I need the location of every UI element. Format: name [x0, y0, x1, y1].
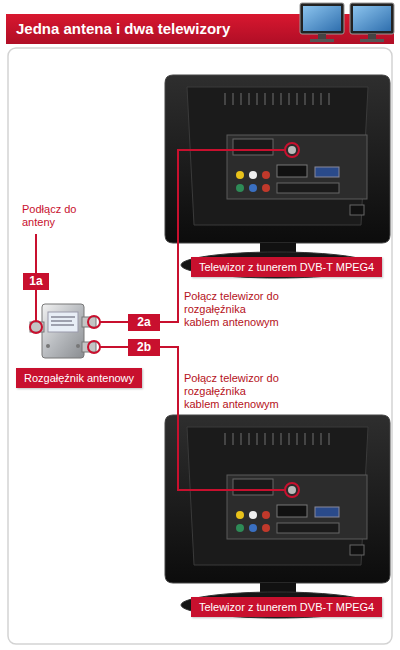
monitor-icon — [350, 3, 394, 42]
connector-label: Połącz telewizor do rozgałęźnika kablem … — [184, 290, 280, 329]
connector-label: Połącz telewizor do rozgałęźnika kablem … — [184, 372, 280, 411]
callout-number: 2b — [128, 339, 160, 356]
title-text: Jedna antena i dwa telewizory — [16, 18, 230, 40]
callout-number: 2a — [128, 314, 160, 331]
monitor-icon — [300, 3, 344, 42]
tv-cable — [178, 415, 285, 490]
tv-label: Telewizor z tunerem DVB-T MPEG4 — [191, 597, 382, 617]
tv-node: Telewizor z tunerem DVB-T MPEG4 — [165, 75, 390, 285]
callout-number: 1a — [23, 273, 49, 290]
tv-label: Telewizor z tunerem DVB-T MPEG4 — [191, 257, 382, 277]
splitter-node: Rozgałęźnik antenowy — [28, 298, 100, 362]
tv-node: Telewizor z tunerem DVB-T MPEG4 — [165, 415, 390, 625]
instruction-note: Podłącz do anteny — [22, 203, 102, 229]
panel — [8, 48, 392, 644]
splitter-label: Rozgałęźnik antenowy — [16, 368, 142, 388]
tv-back — [165, 75, 390, 278]
splitter-device — [30, 304, 100, 358]
tv-back — [165, 415, 390, 618]
